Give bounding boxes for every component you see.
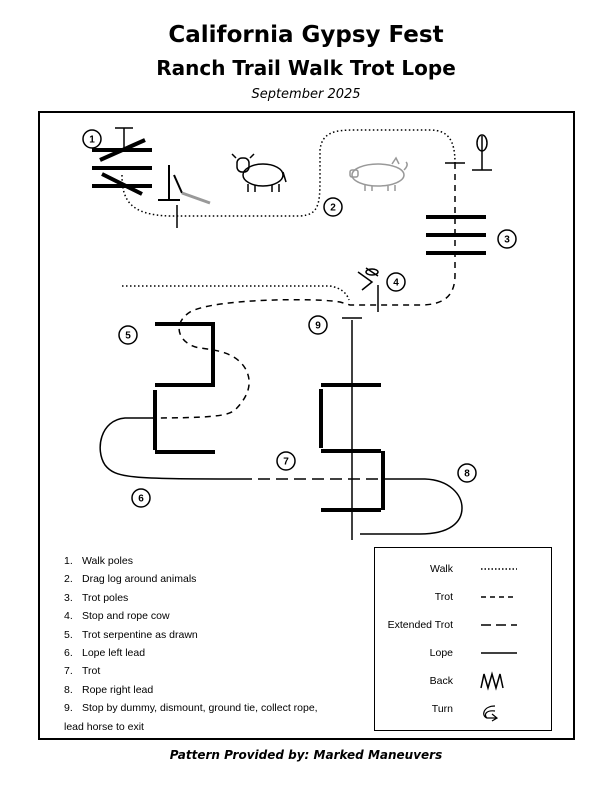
legend-trot-label: Trot — [434, 591, 453, 603]
step-number: 5. — [64, 628, 73, 641]
legend-box: Walk Trot Extended Trot Lope Back Turn — [374, 547, 552, 731]
marker-3: 3 — [497, 229, 517, 249]
step-item: 9. Stop by dummy, dismount, ground tie, c… — [64, 699, 318, 717]
page-subtitle: Ranch Trail Walk Trot Lope — [156, 56, 456, 80]
lope-path — [99, 320, 463, 540]
svg-text:9: 9 — [315, 321, 321, 332]
cow-icon — [231, 153, 287, 192]
legend-extended-trot-label: Extended Trot — [387, 619, 453, 631]
step-text: Walk poles — [82, 555, 133, 567]
step-number: 6. — [64, 646, 73, 659]
step-number: 7. — [64, 665, 73, 678]
svg-text:7: 7 — [283, 457, 289, 468]
svg-text:2: 2 — [330, 203, 336, 214]
step-number: 8. — [64, 683, 73, 696]
marker-4: 4 — [386, 272, 406, 292]
step-item: 5. Trot serpentine as drawn — [64, 626, 318, 644]
start-marker-1 — [115, 127, 133, 150]
step-text: Drag log around animals — [82, 573, 197, 586]
walk-path — [121, 129, 456, 301]
legend-back-label: Back — [429, 675, 453, 687]
arena-border — [38, 111, 575, 740]
step-number: 1. — [64, 555, 73, 567]
trot-path — [149, 163, 456, 419]
svg-text:3: 3 — [504, 235, 510, 246]
trot-poles — [426, 215, 486, 255]
step-text: Trot serpentine as drawn — [82, 628, 198, 641]
exit-marker — [445, 134, 492, 171]
event-date: September 2025 — [251, 87, 361, 102]
step-item: 6. Lope left lead — [64, 644, 318, 662]
step-number: 2. — [64, 573, 73, 586]
step-text: Trot — [82, 665, 101, 678]
marker-8: 8 — [457, 463, 477, 483]
marker-2: 2 — [323, 197, 343, 217]
back-icon — [480, 671, 504, 691]
step-list: 1. Walk poles 2. Drag log around animals 3. T… — [64, 552, 318, 736]
marker-9: 9 — [308, 315, 328, 335]
svg-text:6: 6 — [138, 494, 144, 505]
step-item: 3. Trot poles — [64, 589, 318, 607]
turn-icon — [483, 705, 499, 722]
step-number: 3. — [64, 591, 73, 604]
legend-lope-label: Lope — [429, 647, 453, 659]
legend-turn-label: Turn — [431, 703, 453, 715]
svg-text:4: 4 — [393, 278, 399, 289]
marker-1: 1 — [82, 129, 102, 149]
serpentine-poles — [153, 322, 215, 454]
step-item: 4. Stop and rope cow — [64, 607, 318, 625]
drag-log — [158, 165, 211, 228]
step-number: 9. — [64, 702, 73, 715]
step-item: 8. Rope right lead — [64, 681, 318, 699]
pig-icon — [349, 156, 408, 191]
step-text: Trot poles — [82, 591, 129, 604]
footer-credit: Pattern Provided by: Marked Maneuvers — [169, 748, 443, 762]
step-text: Lope left lead — [82, 646, 146, 659]
step-item-continuation: lead horse to exit — [64, 720, 144, 733]
step-text: Stop by dummy, dismount, ground tie, col… — [82, 702, 318, 715]
svg-text:8: 8 — [464, 469, 470, 480]
svg-text:5: 5 — [125, 331, 131, 342]
legend-symbols — [480, 568, 517, 722]
step-item: 1. Walk poles — [64, 552, 318, 570]
marker-6: 6 — [131, 488, 151, 508]
step-number: 4. — [64, 610, 73, 623]
svg-text:1: 1 — [89, 135, 95, 146]
marker-5: 5 — [118, 325, 138, 345]
step-item: 2. Drag log around animals — [64, 570, 318, 588]
step-text: Rope right lead — [82, 683, 154, 696]
legend-walk-label: Walk — [430, 563, 453, 575]
step-text: Stop and rope cow — [82, 610, 170, 623]
step-markers: 1 2 3 4 5 6 7 8 9 — [82, 129, 517, 508]
page-title: California Gypsy Fest — [168, 22, 444, 48]
walk-poles — [92, 138, 152, 196]
lope-box-poles — [319, 383, 385, 512]
step-item: 7. Trot — [64, 662, 318, 680]
marker-7: 7 — [276, 451, 296, 471]
roping-dummy — [357, 267, 379, 312]
